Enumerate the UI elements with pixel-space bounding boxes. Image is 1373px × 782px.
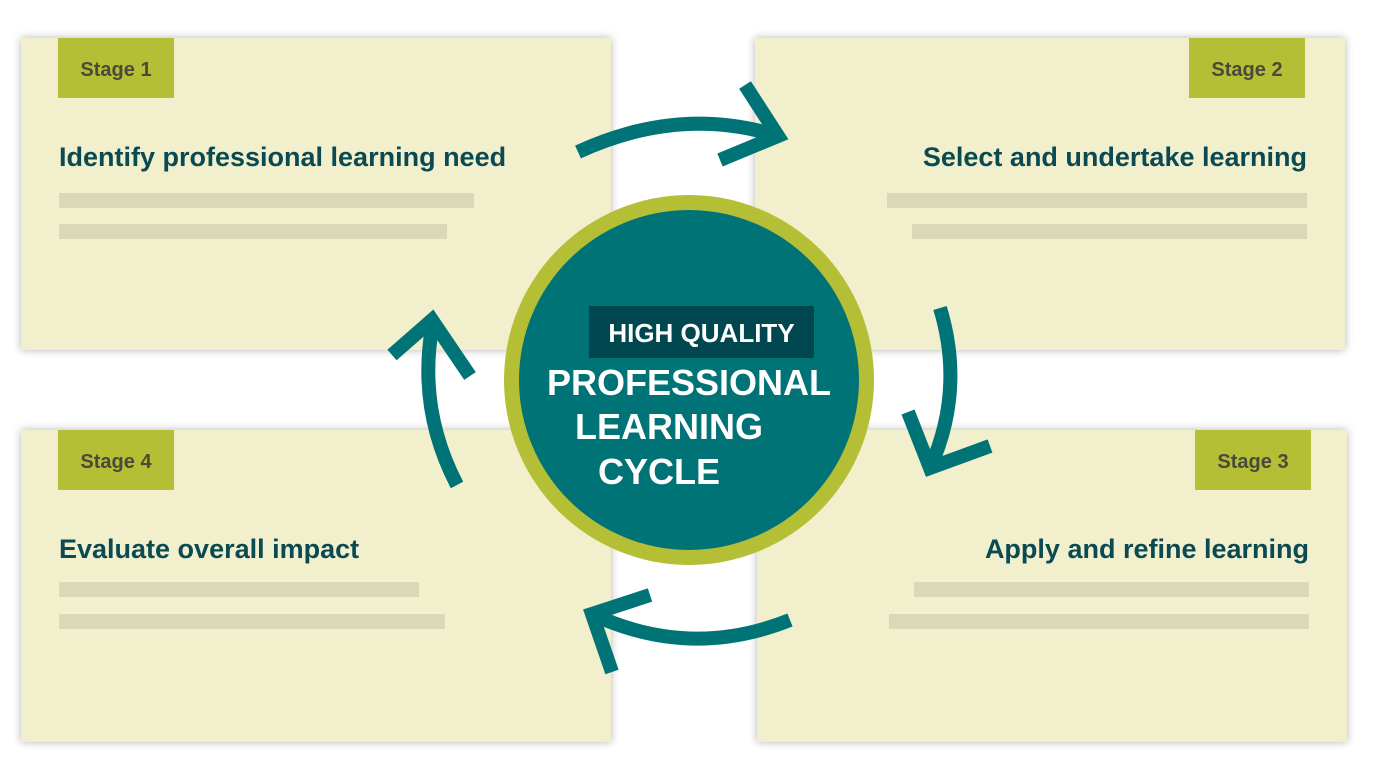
stage-1-title: Identify professional learning need	[59, 142, 507, 172]
placeholder-line	[887, 193, 1307, 208]
arrowhead-top-icon	[717, 81, 789, 167]
stage-3-card: Stage 3 Apply and refine learning	[757, 430, 1347, 742]
placeholder-line	[59, 193, 474, 208]
placeholder-line	[59, 582, 419, 597]
center-line-1: PROFESSIONAL	[546, 362, 832, 403]
stage-1-card: Stage 1 Identify professional learning n…	[21, 38, 611, 350]
placeholder-line	[912, 224, 1307, 239]
cycle-center-circle: HIGH QUALITY PROFESSIONAL LEARNING CYCLE	[504, 195, 874, 565]
center-line-3: CYCLE	[597, 451, 720, 492]
placeholder-line	[59, 224, 447, 239]
stage-3-title: Apply and refine learning	[984, 534, 1309, 564]
stage-4-badge: Stage 4	[58, 430, 174, 490]
arrow-bottom	[589, 607, 793, 646]
stage-2-badge: Stage 2	[1189, 38, 1305, 98]
arrow-top	[575, 116, 781, 159]
stage-4-card: Stage 4 Evaluate overall impact	[21, 430, 611, 742]
arrow-right	[923, 305, 958, 471]
stage-2-title: Select and undertake learning	[922, 142, 1307, 172]
arrowhead-left-icon	[387, 309, 476, 380]
placeholder-line	[914, 582, 1309, 597]
arrowhead-right-icon	[901, 409, 993, 477]
placeholder-line	[889, 614, 1309, 629]
stage-1-badge: Stage 1	[58, 38, 174, 98]
high-quality-label: HIGH QUALITY	[589, 306, 814, 358]
stage-4-title: Evaluate overall impact	[59, 534, 360, 564]
stage-3-badge: Stage 3	[1195, 430, 1311, 490]
center-line-2: LEARNING	[575, 406, 763, 447]
arrow-left	[421, 326, 464, 489]
placeholder-line	[59, 614, 445, 629]
arrowhead-bottom-icon	[583, 588, 653, 675]
